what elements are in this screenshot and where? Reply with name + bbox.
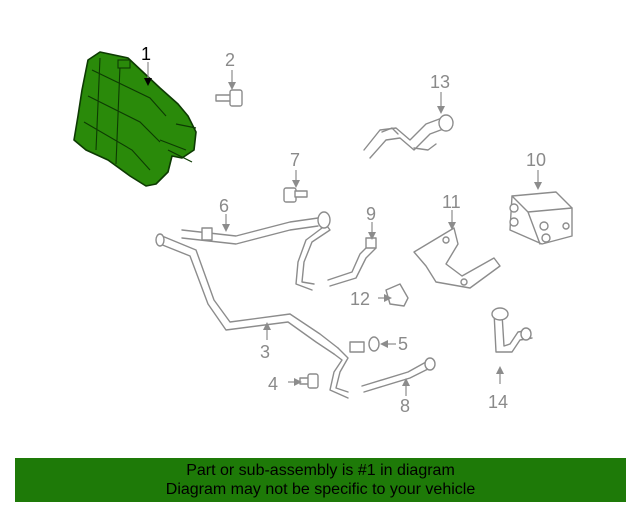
part-1-oil-cooler[interactable]: [73, 51, 197, 187]
parts-diagram: 1 2 13 7 10: [73, 44, 573, 416]
part-3-pipe[interactable]: [155, 233, 365, 399]
callout-1: 1: [141, 44, 151, 64]
part-7-bolt[interactable]: [283, 187, 308, 203]
part-5-o-ring[interactable]: [368, 336, 380, 352]
part-12-clip[interactable]: [385, 283, 409, 307]
callout-7: 7: [290, 150, 300, 170]
part-11-bracket[interactable]: [413, 227, 501, 289]
part-2-bolt[interactable]: [215, 89, 243, 107]
callout-12: 12: [350, 289, 370, 309]
callout-14: 14: [488, 392, 508, 412]
part-6-pipe[interactable]: [181, 211, 331, 291]
part-10-cooler-unit[interactable]: [509, 191, 573, 245]
part-13-hose[interactable]: [363, 114, 454, 159]
part-9-hose[interactable]: [327, 237, 377, 287]
part-14-pipe[interactable]: [491, 307, 533, 353]
callout-4: 4: [268, 374, 278, 394]
callout-2: 2: [225, 50, 235, 70]
callout-3: 3: [260, 342, 270, 362]
callout-9: 9: [366, 204, 376, 224]
callout-5: 5: [398, 334, 408, 354]
part-4-bolt[interactable]: [299, 373, 319, 389]
info-banner: Part or sub-assembly is #1 in diagram Di…: [15, 458, 626, 502]
callout-13: 13: [430, 72, 450, 92]
part-8-hose[interactable]: [361, 357, 436, 393]
callout-10: 10: [526, 150, 546, 170]
banner-line-2: Diagram may not be specific to your vehi…: [165, 481, 476, 498]
banner-line-1: Part or sub-assembly is #1 in diagram: [186, 462, 455, 479]
callout-6: 6: [219, 196, 229, 216]
callout-11: 11: [442, 192, 461, 212]
callout-8: 8: [400, 396, 410, 416]
